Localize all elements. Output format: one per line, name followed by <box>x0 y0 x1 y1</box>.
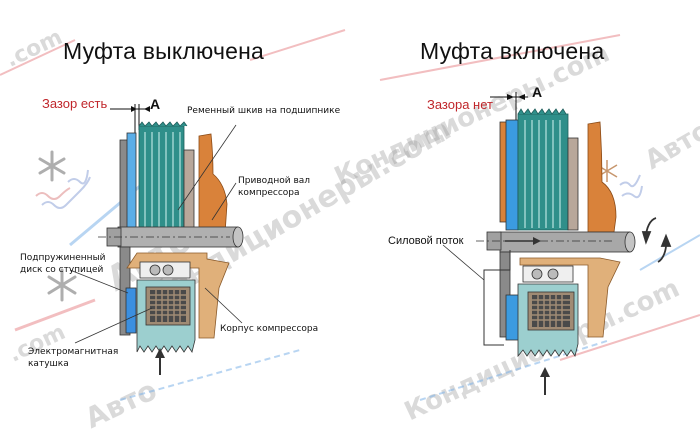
rotation-arrows-icon <box>641 217 672 263</box>
callout-shaft-line1: Приводной вал <box>238 176 311 186</box>
callout-disc-line2: диск со ступицей <box>20 265 104 275</box>
force-arrow-icon <box>155 348 165 375</box>
heat-wave-icon <box>619 174 643 199</box>
callout-coil-line2: катушка <box>28 359 69 369</box>
left-panel-title: Муфта выключена <box>63 38 265 64</box>
left-gap-label: Зазор есть <box>42 96 108 111</box>
snowflake-icon <box>38 150 66 182</box>
callout-housing: Корпус компрессора <box>220 324 319 334</box>
force-arrow-icon <box>540 367 550 395</box>
right-gap-marker: A <box>532 84 543 100</box>
right-panel-title: Муфта включена <box>420 38 605 64</box>
right-clutch-diagram <box>442 92 672 395</box>
callout-pulley: Ременный шкив на подшипнике <box>187 106 341 116</box>
callout-disc: Подпружиненный диск со ступицей <box>20 252 106 276</box>
callout-power-flow: Силовой поток <box>388 235 464 247</box>
left-clutch-diagram <box>69 104 244 375</box>
left-gap-marker: A <box>150 96 161 112</box>
callout-disc-line1: Подпружиненный <box>20 253 106 263</box>
snowflake-icon <box>47 268 77 302</box>
right-gap-label: Зазора нет <box>427 97 493 112</box>
heat-wave-icon <box>35 169 91 209</box>
callout-coil: Электромагнитная катушка <box>28 346 118 370</box>
callout-coil-line1: Электромагнитная <box>28 347 119 357</box>
callout-shaft-line2: компрессора <box>238 188 300 198</box>
clutch-diagram-canvas <box>0 29 700 401</box>
watermark-streaks <box>0 29 700 401</box>
callout-shaft: Приводной вал компрессора <box>238 175 310 199</box>
